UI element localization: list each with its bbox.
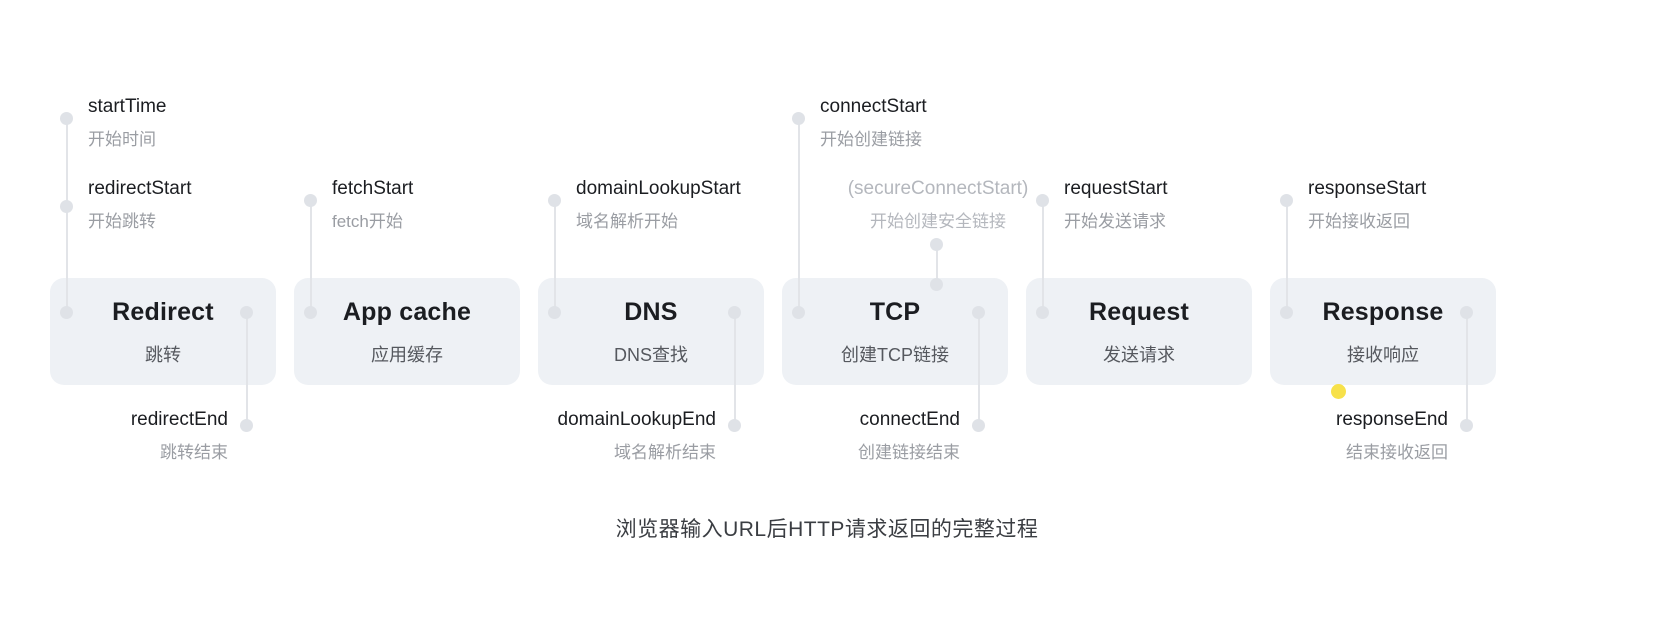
connector-dot-requeststart	[1036, 194, 1049, 207]
phase-title-tcp: TCP	[869, 297, 921, 326]
timing-label-redirectend: redirectEnd 跳转结束	[0, 409, 228, 462]
connector-dot-fetchstart	[304, 194, 317, 207]
timing-label-secureconnectstart: (secureConnectStart) 开始创建安全链接	[810, 178, 1066, 231]
connector-dot-tcp-box-right	[972, 306, 985, 319]
timing-label-redirectstart-zh: 开始跳转	[88, 211, 156, 231]
connector-dot-starttime	[60, 112, 73, 125]
connector-line-domainlookupend	[734, 313, 736, 426]
timing-label-domainlookupend-en: domainLookupEnd	[557, 409, 716, 430]
timing-label-secureconnectstart-zh: 开始创建安全链接	[870, 211, 1006, 231]
phase-box-redirect[interactable]: Redirect 跳转	[50, 278, 276, 385]
connector-line-secureconnectstart	[936, 244, 938, 284]
connector-line-domainlookupstart	[554, 200, 556, 313]
timing-label-connectend-en: connectEnd	[859, 409, 960, 430]
timing-label-starttime-zh: 开始时间	[88, 129, 156, 149]
phase-box-tcp[interactable]: TCP 创建TCP链接	[782, 278, 1008, 385]
connector-line-starttime	[66, 118, 68, 313]
timing-label-fetchstart-en: fetchStart	[332, 178, 414, 199]
connector-dot-response-box-left	[1280, 306, 1293, 319]
timing-label-requeststart: requestStart 开始发送请求	[1064, 178, 1168, 231]
timing-label-requeststart-zh: 开始发送请求	[1064, 211, 1166, 231]
timing-label-domainlookupend: domainLookupEnd 域名解析结束	[440, 409, 716, 462]
timing-label-fetchstart: fetchStart fetch开始	[332, 178, 413, 231]
timing-label-connectend-zh: 创建链接结束	[858, 442, 960, 462]
timing-label-connectstart-en: connectStart	[820, 96, 927, 117]
phase-subtitle-appcache: 应用缓存	[371, 344, 443, 365]
connector-dot-responseend	[1460, 419, 1473, 432]
connector-dot-request-box-left	[1036, 306, 1049, 319]
phase-subtitle-dns: DNS查找	[613, 344, 688, 365]
phase-subtitle-tcp: 创建TCP链接	[841, 344, 949, 365]
connector-dot-redirect-box-right	[240, 306, 253, 319]
phase-box-appcache[interactable]: App cache 应用缓存	[294, 278, 520, 385]
connector-dot-response-box-right	[1460, 306, 1473, 319]
timing-label-redirectend-zh: 跳转结束	[160, 442, 228, 462]
timing-label-responsestart-en: responseStart	[1308, 178, 1427, 199]
phase-box-response[interactable]: Response 接收响应	[1270, 278, 1496, 385]
connector-line-connectstart	[798, 118, 800, 313]
timing-label-responsestart: responseStart 开始接收返回	[1308, 178, 1426, 231]
connector-dot-dns-box-right	[728, 306, 741, 319]
timing-label-domainlookupstart-zh: 域名解析开始	[576, 211, 678, 231]
timing-label-domainlookupend-zh: 域名解析结束	[614, 442, 716, 462]
phase-subtitle-request: 发送请求	[1103, 344, 1175, 365]
connector-dot-tcp-box-top	[930, 278, 943, 291]
phase-box-request[interactable]: Request 发送请求	[1026, 278, 1252, 385]
connector-dot-connectend	[972, 419, 985, 432]
connector-dot-redirectend	[240, 419, 253, 432]
connector-dot-tcp-box-left	[792, 306, 805, 319]
timing-label-domainlookupstart: domainLookupStart 域名解析开始	[576, 178, 741, 231]
connector-dot-appcache-box-left	[304, 306, 317, 319]
timing-label-redirectstart: redirectStart 开始跳转	[88, 178, 191, 231]
connector-line-fetchstart	[310, 200, 312, 313]
timing-label-fetchstart-zh: fetch开始	[332, 211, 403, 231]
phase-subtitle-response: 接收响应	[1347, 344, 1419, 365]
phase-box-dns[interactable]: DNS DNS查找	[538, 278, 764, 385]
connector-dot-responsestart	[1280, 194, 1293, 207]
timing-label-redirectend-en: redirectEnd	[130, 409, 228, 430]
connector-line-responsestart	[1286, 200, 1288, 313]
timing-label-responseend-en: responseEnd	[1336, 409, 1448, 430]
timing-label-redirectstart-en: redirectStart	[88, 178, 192, 199]
timing-label-starttime-en: startTime	[88, 96, 167, 117]
phase-subtitle-redirect: 跳转	[145, 344, 181, 365]
timing-label-connectstart-zh: 开始创建链接	[820, 129, 922, 149]
connector-dot-domainlookupend	[728, 419, 741, 432]
cursor-dot[interactable]	[1331, 384, 1346, 399]
phase-title-redirect: Redirect	[112, 297, 214, 326]
phase-title-appcache: App cache	[342, 297, 472, 326]
timing-label-domainlookupstart-en: domainLookupStart	[576, 178, 741, 199]
timing-label-secureconnectstart-en: (secureConnectStart)	[847, 178, 1029, 199]
timing-label-responsestart-zh: 开始接收返回	[1308, 211, 1410, 231]
timing-label-starttime: startTime 开始时间	[88, 96, 166, 149]
timing-label-responseend-zh: 结束接收返回	[1346, 442, 1448, 462]
connector-dot-redirect-box-left	[60, 306, 73, 319]
connector-line-connectend	[978, 313, 980, 426]
timing-label-requeststart-en: requestStart	[1064, 178, 1168, 199]
connector-dot-connectstart	[792, 112, 805, 125]
connector-line-requeststart	[1042, 200, 1044, 313]
phase-title-request: Request	[1088, 297, 1190, 326]
connector-dot-redirectstart	[60, 200, 73, 213]
phase-title-response: Response	[1322, 297, 1444, 326]
connector-dot-dns-box-left	[548, 306, 561, 319]
phase-title-dns: DNS	[624, 297, 678, 326]
connector-line-redirectend	[246, 313, 248, 426]
connector-dot-secureconnectstart	[930, 238, 943, 251]
timing-label-connectstart: connectStart 开始创建链接	[820, 96, 927, 149]
timing-label-responseend: responseEnd 结束接收返回	[1200, 409, 1448, 462]
connector-line-responseend	[1466, 313, 1468, 426]
diagram-caption: 浏览器输入URL后HTTP请求返回的完整过程	[615, 518, 1039, 541]
timing-label-connectend: connectEnd 创建链接结束	[720, 409, 960, 462]
connector-dot-domainlookupstart	[548, 194, 561, 207]
